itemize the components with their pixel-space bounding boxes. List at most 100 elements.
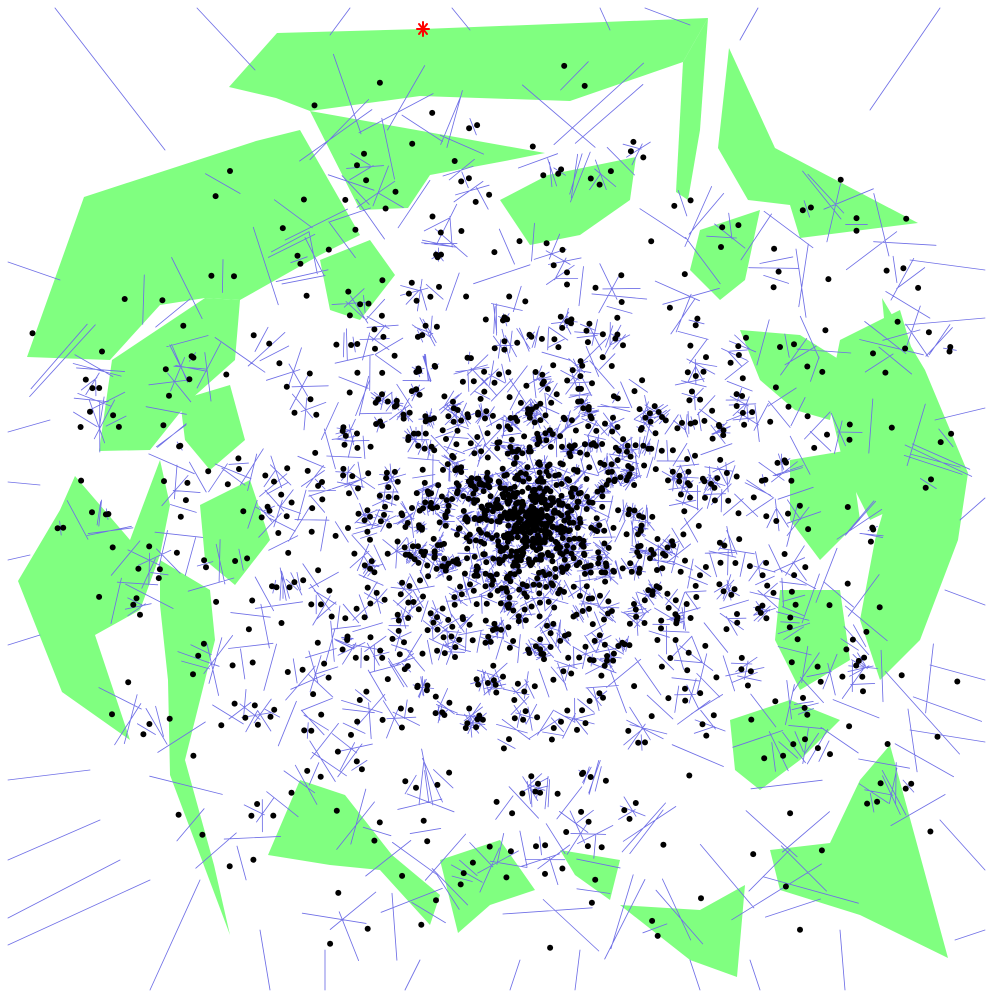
site-point	[597, 592, 603, 599]
site-point	[497, 548, 504, 555]
site-point	[590, 657, 597, 664]
site-point	[596, 632, 603, 639]
site-point	[477, 515, 484, 522]
site-point	[937, 439, 944, 446]
site-point	[550, 362, 557, 369]
site-point	[561, 632, 568, 639]
site-point	[855, 657, 862, 664]
site-point	[60, 524, 67, 531]
site-point	[599, 441, 606, 447]
site-point	[583, 583, 590, 590]
site-point	[631, 507, 638, 514]
site-point	[573, 611, 580, 618]
site-point	[489, 412, 496, 419]
site-point	[457, 881, 464, 888]
site-point	[332, 532, 339, 539]
site-point	[267, 713, 274, 720]
site-point	[445, 502, 452, 509]
site-point	[311, 102, 318, 109]
site-point	[672, 637, 679, 643]
site-point	[489, 627, 496, 633]
site-point	[500, 494, 507, 501]
site-point	[559, 865, 566, 872]
site-point	[482, 639, 489, 646]
site-point	[434, 781, 441, 788]
site-point	[717, 456, 724, 463]
site-point	[876, 604, 883, 611]
site-point	[505, 522, 512, 529]
site-point	[526, 331, 533, 338]
site-point	[539, 371, 546, 378]
site-point	[687, 420, 694, 427]
site-point	[190, 671, 196, 678]
site-point	[568, 316, 575, 323]
site-point	[605, 544, 612, 551]
site-point	[484, 680, 491, 686]
site-point	[592, 284, 599, 291]
site-point	[488, 518, 495, 525]
site-point	[699, 721, 706, 728]
site-point	[659, 565, 666, 572]
site-point	[433, 251, 440, 258]
site-point	[604, 653, 611, 659]
site-point	[212, 193, 219, 200]
site-point	[614, 424, 621, 430]
site-point	[458, 228, 465, 234]
site-point	[483, 600, 490, 607]
site-point	[498, 585, 505, 592]
site-point	[109, 544, 116, 551]
site-point	[632, 606, 639, 613]
site-point	[507, 415, 514, 421]
site-point	[664, 590, 671, 597]
site-point	[504, 573, 511, 580]
site-point	[308, 528, 315, 535]
site-point	[794, 636, 801, 643]
site-point	[612, 335, 619, 342]
site-point	[511, 483, 518, 490]
site-point	[702, 494, 708, 501]
site-point	[542, 870, 548, 877]
site-point	[774, 459, 781, 466]
site-point	[232, 558, 239, 564]
site-point	[424, 562, 431, 569]
site-point	[780, 752, 787, 759]
site-point	[575, 490, 582, 497]
site-point	[571, 442, 578, 449]
site-point	[864, 800, 871, 807]
site-point	[545, 598, 552, 605]
site-point	[361, 150, 367, 157]
site-point	[734, 611, 740, 617]
site-point	[532, 643, 539, 650]
site-point	[451, 158, 458, 164]
site-point	[576, 592, 583, 599]
site-point	[186, 376, 193, 383]
site-point	[566, 477, 573, 484]
site-point	[615, 507, 622, 514]
site-point	[325, 674, 332, 681]
site-point	[456, 636, 463, 643]
site-point	[602, 777, 609, 784]
site-point	[590, 440, 597, 447]
site-point	[436, 519, 443, 526]
site-point	[291, 409, 298, 416]
site-point	[770, 589, 777, 596]
site-point	[283, 383, 290, 390]
site-point	[540, 651, 547, 657]
site-point	[672, 597, 679, 604]
site-point	[596, 522, 603, 529]
site-point	[89, 509, 95, 516]
site-point	[401, 639, 407, 646]
site-point	[444, 461, 451, 468]
site-point	[383, 475, 390, 482]
site-point	[519, 498, 526, 505]
site-point	[553, 391, 560, 398]
site-point	[511, 697, 518, 703]
site-point	[572, 485, 579, 492]
site-point	[849, 636, 856, 643]
site-point	[507, 530, 514, 537]
site-point	[686, 482, 693, 489]
site-point	[693, 594, 700, 600]
site-point	[395, 627, 402, 634]
site-point	[327, 940, 334, 947]
site-point	[231, 700, 238, 707]
